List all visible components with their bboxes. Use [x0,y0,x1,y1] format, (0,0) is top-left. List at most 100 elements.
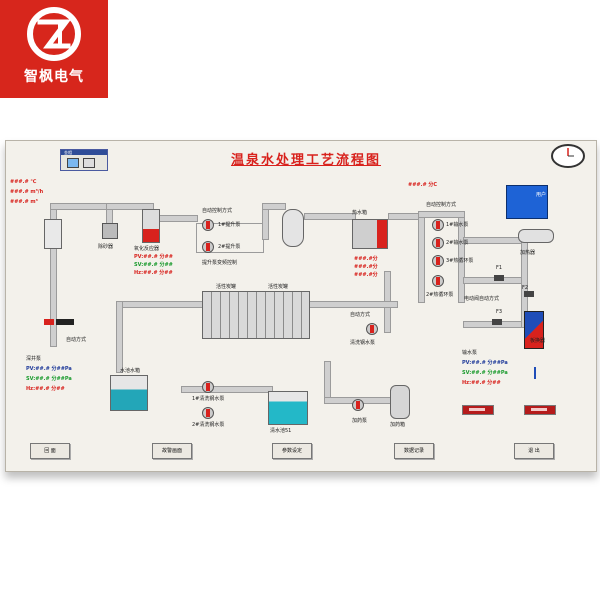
deep-well-pump-label: 深井泵 [26,356,42,362]
filters-left-label: 活性炭罐 [216,284,237,290]
ozone-tank-label: 氧化反应器 [134,246,160,252]
ozone-tank [142,209,160,243]
lift-pump-1-icon[interactable] [202,219,214,231]
clean-pump-1-label: 1#清洗钢水泵 [192,396,225,402]
aux-pump-icon[interactable] [432,275,444,287]
inlet-sv: SV:##.# 分## [134,262,173,268]
electric-mode-label: 电动阀自动方式 [464,296,500,302]
feed-pump-1-icon[interactable] [432,219,444,231]
hot-tank-label: 热水箱 [352,210,368,216]
deep-well-motor-icon [56,319,74,325]
valve-f3-icon[interactable] [492,319,502,325]
top-right-readout: ###.# 分C [408,182,438,188]
clean-tank-label: 水池水箱 [120,368,141,374]
heat-exchanger-label: 板换器 [530,338,546,344]
clean-water-tank [110,375,148,411]
water-heater-label: 加热器 [520,250,536,256]
wash-pump-label: 清洗钢水泵 [350,340,376,346]
deep-well-hz: Hz:##.# 分## [26,386,65,392]
alarm-indicator-1 [462,405,494,415]
return-hz: Hz:##.# 分## [462,380,501,386]
page-title: 温泉水处理工艺流程图 [231,153,382,168]
clean-pump-2-label: 2#清洗钢水泵 [192,422,225,428]
return-pump-label: 输水泵 [462,350,478,356]
dosing-tank [390,385,410,419]
auto-mode-label: 自动控制方式 [202,208,233,214]
zl-logo-icon [27,7,81,61]
clean-pump-2-icon[interactable] [202,407,214,419]
valve-f1-label: F1 [496,265,503,271]
valve-f2-label: F2 [522,285,529,291]
lift-pump-2-icon[interactable] [202,241,214,253]
manifold-mode-label: 自动控制方式 [426,202,457,208]
feed-pump-2-icon[interactable] [432,237,444,249]
pipe-clean-left [116,301,123,373]
feed-pump-3-label: 3#热循环泵 [446,258,474,264]
feed-pump-1-label: 1#输水泵 [446,222,469,228]
intermediate-tank [282,209,304,247]
exit-button[interactable]: 退 出 [514,443,554,459]
return-sv: SV:##.# 分##Pa [462,370,508,376]
parameter-setting-button[interactable]: 参数设定 [272,443,312,459]
status-panel-title: 金相 [64,150,72,155]
deep-well-sv: SV:##.# 分##Pa [26,376,72,382]
lift-pump-1-label: 1#提升泵 [218,222,241,228]
user-building-icon [506,185,548,219]
pipe-clean-pumps [181,386,273,393]
data-record-button[interactable]: 数据记录 [394,443,434,459]
valve-f1-icon[interactable] [494,275,504,281]
clean-tank-2-label: 清水池51 [270,428,292,434]
readout-volume: ###.# m³ [10,199,38,205]
pipe-manifold-top [418,211,465,218]
aux-pump-label: 2#热循环泵 [426,292,454,298]
clean-pump-1-icon[interactable] [202,381,214,393]
valve-f3-label: F3 [496,309,503,315]
pipe-hot-out [388,213,420,220]
scada-screen: 金相 温泉水处理工艺流程图 ###.# ℃ ###.# m³/h ###.# m… [5,140,597,472]
heat-exchanger-icon [524,311,544,349]
dosing-pump-icon[interactable] [352,399,364,411]
deep-well-auto-label: 自动方式 [66,337,87,343]
pipe-manifold-left [418,211,425,303]
sand-filter-label: 除砂器 [98,244,114,250]
inlet-hz: Hz:##.# 分## [134,270,173,276]
water-heater-icon [518,229,554,243]
panel-button-a[interactable] [67,158,79,168]
wash-pump-icon[interactable] [366,323,378,335]
deep-well-pv: PV:##.# 分##Pa [26,366,72,372]
pipe-to-valve-f1 [463,277,523,284]
alarm-indicator-2 [524,405,556,415]
arrow-up-icon [534,367,536,379]
clean-water-tank-2 [268,391,308,425]
lift-pump-2-label: 2#提升泵 [218,244,241,250]
pressure-gauge-icon [551,144,585,168]
return-button[interactable]: 回 面 [30,443,70,459]
filter-wash-mode: 自动方式 [350,312,371,318]
pipe-top [262,203,286,210]
readout-flow: ###.# m³/h [10,189,44,195]
brand-name: 智枫电气 [24,69,84,85]
brand-logo: 智枫电气 [0,0,108,98]
hot-water-tank [352,219,388,249]
dosing-pump-label: 加药泵 [352,418,368,424]
hot-tank-readout-3: ###.#分 [354,272,378,278]
pipe-to-hot-tank [304,213,356,220]
hot-tank-readout-1: ###.#分 [354,256,378,262]
user-label: 用户 [536,192,547,198]
backwash-label: 提升泵变频控制 [202,260,238,266]
dosing-tank-label: 加药箱 [390,422,406,428]
sand-filter-icon [102,223,118,239]
pipe-inlet [50,203,112,210]
status-panel[interactable]: 金相 [60,149,108,171]
deep-well-pump-icon[interactable] [44,319,54,325]
feed-pump-2-label: 2#输水泵 [446,240,469,246]
filters-right-label: 活性炭罐 [268,284,289,290]
pipe-ozone-out [156,215,198,222]
panel-button-b[interactable] [83,158,95,168]
alarm-screen-button[interactable]: 故警画面 [152,443,192,459]
valve-f2-icon[interactable] [524,291,534,297]
feed-pump-3-icon[interactable] [432,255,444,267]
inlet-pv: PV:##.# 分## [134,254,173,260]
hot-tank-readout-2: ###.#分 [354,264,378,270]
return-pv: PV:##.# 分##Pa [462,360,508,366]
